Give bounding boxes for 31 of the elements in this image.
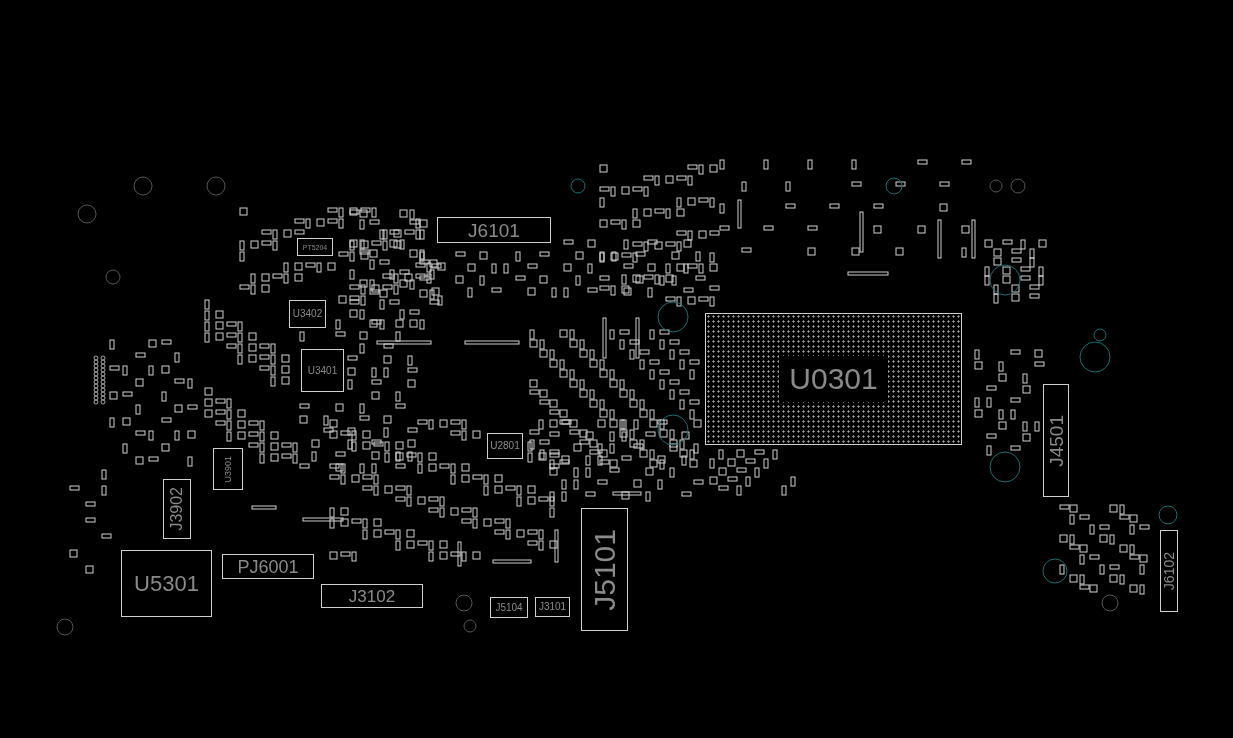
reference-designator: U3901: [223, 455, 233, 483]
reference-designator: J3101: [538, 602, 567, 612]
reference-designator: U2801: [490, 441, 520, 451]
reference-designator: U0301: [779, 356, 888, 402]
chip-outline: [297, 238, 333, 256]
reference-designator: U5301: [134, 572, 199, 595]
chip-outline: [487, 433, 523, 459]
chip-outline: [301, 349, 344, 392]
connector-outline: [1160, 530, 1178, 612]
connector-outline: [535, 597, 570, 617]
reference-designator: PJ6001: [237, 557, 299, 576]
chip-outline: [289, 300, 326, 328]
reference-designator: J6102: [1162, 551, 1176, 591]
chip-outline: [213, 448, 243, 490]
connector-outline: [490, 597, 528, 618]
connector-outline: [163, 479, 191, 539]
reference-designator: J5104: [495, 602, 523, 613]
reference-designator: U3402: [292, 309, 323, 319]
reference-designator: J3902: [169, 487, 185, 531]
connector-outline: [222, 554, 314, 579]
reference-designator: J6101: [468, 220, 520, 240]
chip-outline: [121, 550, 212, 617]
reference-designator: J3102: [348, 587, 396, 605]
reference-designator: J4501: [1046, 414, 1066, 467]
connector-outline: [437, 217, 551, 243]
bga-chip-outline: [705, 313, 962, 445]
reference-designator: U3401: [307, 365, 338, 376]
reference-designator: J5101: [589, 528, 620, 611]
connector-outline: [1043, 384, 1069, 497]
connector-outline: [321, 584, 423, 608]
connector-outline: [581, 508, 628, 631]
